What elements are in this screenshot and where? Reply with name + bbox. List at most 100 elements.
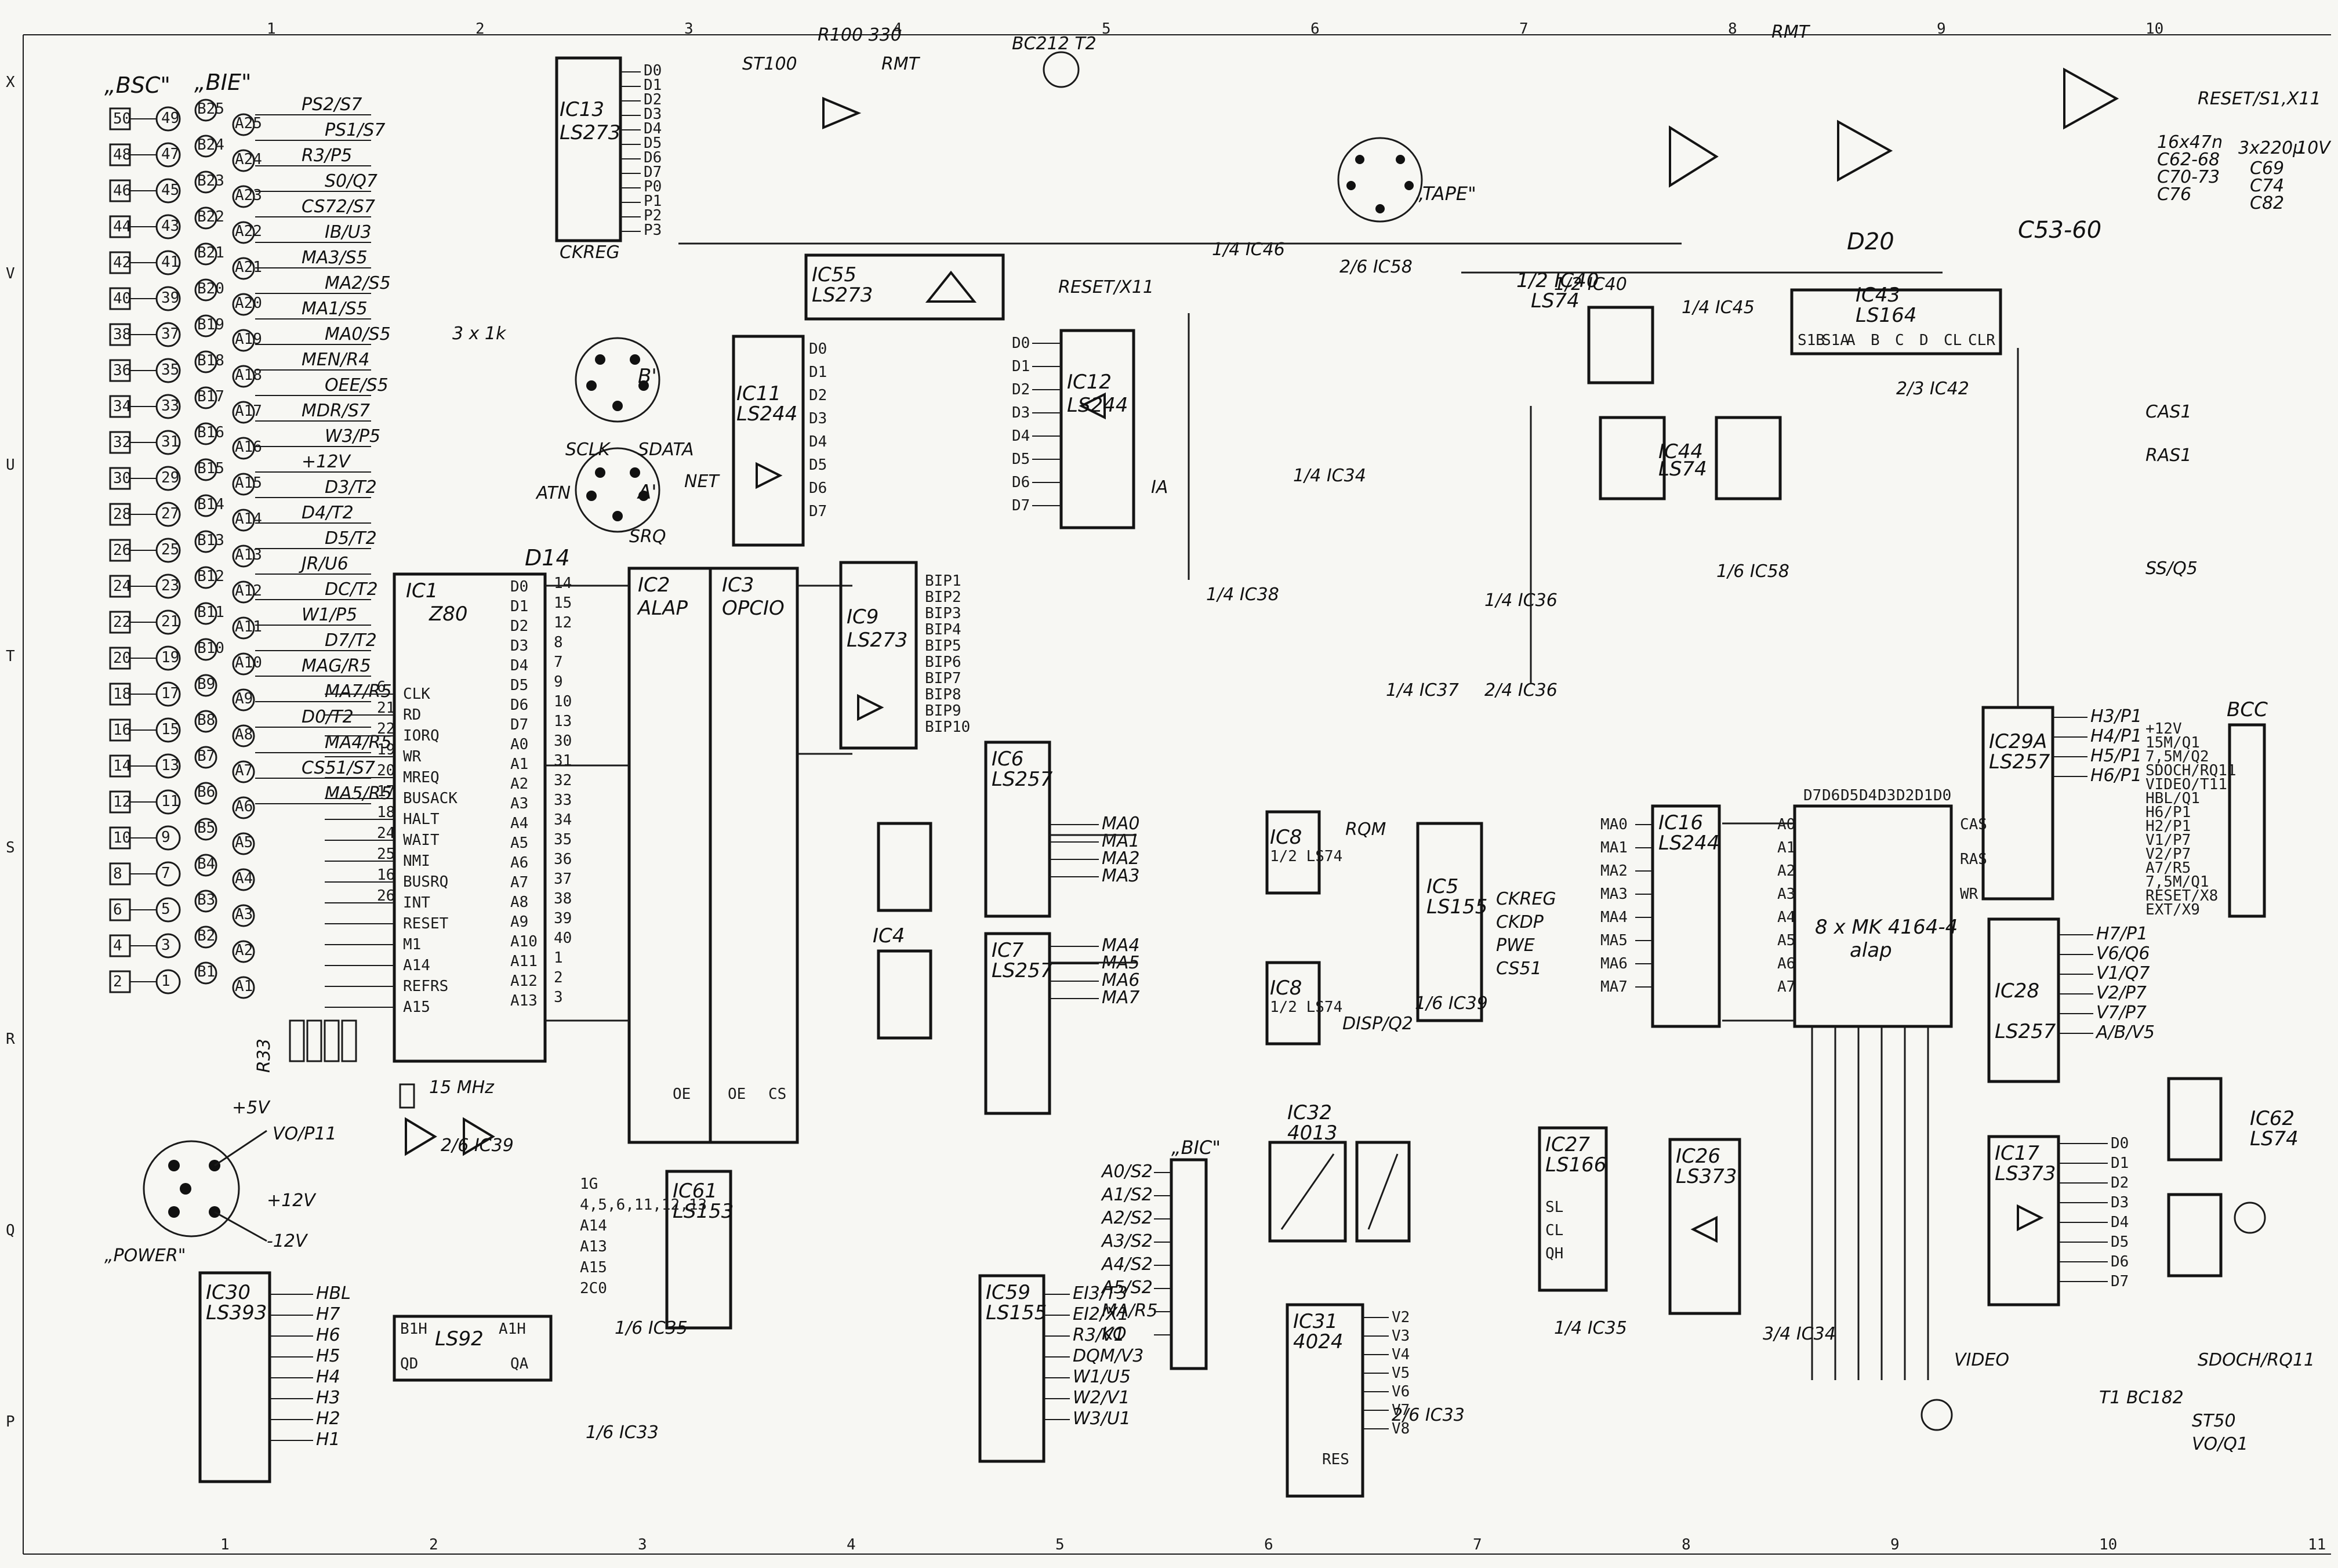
ic61-input: A14	[580, 1217, 607, 1235]
ic31-type: 4024	[1293, 1330, 1344, 1353]
bic-pin: MA/R5	[1102, 1301, 1157, 1321]
bie-pad	[194, 458, 217, 481]
bie-pad	[232, 760, 255, 783]
ic5-name: IC5	[1426, 875, 1458, 898]
ic31-output: V7	[1392, 1402, 1410, 1419]
bsc-pin-label: 48	[113, 146, 131, 164]
ic61-input: 4,5,6,11,12,13	[580, 1196, 707, 1214]
bsc-pin-label: 44	[113, 218, 131, 235]
ic31-output: V5	[1392, 1364, 1410, 1382]
gate-note: 1/6 IC35	[615, 1318, 688, 1338]
ram-label: 8 x MK 4164-4	[1815, 916, 1958, 939]
bcc-signal: H6/P1	[2145, 804, 2191, 821]
z80-left-signals: CLK6RD21IORQ22WR19MREQ20BUSACK17HALT18WA…	[325, 678, 458, 1016]
grid-bottom-3: 3	[638, 1536, 647, 1554]
grid-bottom-8: 8	[1682, 1536, 1691, 1554]
ic9-signal: BIP7	[925, 670, 961, 687]
ic12-signal: D2	[1012, 381, 1030, 398]
ic9-signal: BIP9	[925, 702, 961, 720]
z80-pin-A4: A4	[510, 815, 528, 832]
ic13-signal: D7	[644, 164, 662, 181]
ic7-ls257: IC7 LS257	[984, 932, 1053, 1115]
ic2-type: ALAP	[637, 597, 688, 620]
grid-letter-S: S	[6, 839, 15, 856]
ic59-output: W3/U1	[1073, 1409, 1131, 1429]
bsc-pin-label: 4	[113, 937, 122, 954]
bie-pad	[194, 242, 217, 266]
ic7-output: MA6	[1102, 970, 1140, 990]
ram-ctrl-pin: WR	[1960, 885, 1978, 903]
bus-signal: CS51/S7	[302, 758, 375, 778]
din-a-label: A'	[637, 481, 657, 504]
ram-sub: alap	[1850, 939, 1892, 962]
ram-data-pin: D3	[1878, 787, 1896, 804]
ic4-name: IC4	[873, 924, 905, 948]
bus-signal: MA7/R5	[325, 681, 392, 702]
bie-pad	[194, 278, 217, 302]
gate-note: 1/6 IC58	[1716, 561, 1789, 582]
ic11-signal: D3	[809, 410, 827, 427]
ic31-res: RES	[1322, 1451, 1349, 1468]
ic59-name: IC59	[986, 1281, 1030, 1304]
ic3-name: IC3	[722, 574, 754, 597]
bsc-pin-label: 19	[161, 649, 179, 666]
z80-pin-number: 15	[554, 594, 572, 612]
gate-note: 1/6 IC33	[586, 1422, 659, 1443]
z80-pin-A10: A10	[510, 933, 538, 950]
ram-data-pin: D5	[1840, 787, 1858, 804]
bcc-signal: 7,5M/Q2	[2145, 748, 2209, 765]
bsc-pin-label: 24	[113, 578, 131, 595]
z80-pin-A6: A6	[510, 854, 528, 872]
ic5-signal: PWE	[1496, 935, 1535, 956]
bie-pin-label: B25	[197, 100, 224, 118]
ic59-ls155: IC59 LS155	[978, 1274, 1047, 1463]
bcc-signal: VIDEO/T11	[2145, 776, 2227, 793]
z80-pin-BUSACK: BUSACK	[403, 790, 458, 807]
ic44-type: LS74	[1658, 458, 1707, 481]
ic12-signal: D7	[1012, 497, 1030, 514]
ic8a-name: IC8	[1270, 826, 1302, 849]
bic-pin: A1/S2	[1101, 1185, 1153, 1205]
ram-addr-pin: A5	[1777, 932, 1795, 949]
z80-pin-number: 26	[377, 887, 395, 905]
ic2-alap-rom: IC2 ALAP OE	[627, 567, 712, 1144]
bie-pin-label: B14	[197, 496, 224, 513]
bic-pin: KO	[1102, 1324, 1126, 1344]
grid-bottom-6: 6	[1264, 1536, 1273, 1554]
bie-pin-label: B3	[197, 891, 215, 909]
bie-pad	[194, 206, 217, 230]
ic31-4024: IC31 4024 RES	[1286, 1303, 1364, 1498]
ic11-signal: D7	[809, 503, 827, 520]
z80-pin-MREQ: MREQ	[403, 769, 440, 786]
grid-top-10: 10	[2145, 20, 2163, 38]
bsc-pin-label: 34	[113, 398, 131, 415]
z80-pin-D3: D3	[510, 637, 528, 655]
ic17-output: D0	[2111, 1135, 2129, 1152]
bie-pad	[232, 221, 255, 244]
bie-pad	[194, 602, 217, 625]
ic12-name: IC12	[1067, 371, 1112, 394]
ic13-foot: CKREG	[560, 242, 620, 263]
bic-pin: A0/S2	[1101, 1162, 1153, 1182]
bie-pin-label: B12	[197, 568, 224, 585]
power-minus12v-label: -12V	[267, 1231, 308, 1251]
ic31-output: V4	[1392, 1346, 1410, 1363]
z80-pin-A7: A7	[510, 874, 528, 891]
ic43-ls164: IC43 LS164	[1790, 284, 2002, 355]
ic9-signal: BIP8	[925, 686, 961, 703]
crystal-oscillator: 15 MHz D14	[399, 545, 570, 1156]
ls92-qa: QA	[510, 1355, 529, 1373]
bie-pin-label: B7	[197, 747, 215, 765]
ram-addr-pin: A2	[1777, 862, 1795, 880]
bus-signal-labels: PS2/S7PS1/S7R3/P5S0/Q7CS72/S7IB/U3MA3/S5…	[255, 95, 392, 804]
capacitor-note: C74	[2250, 176, 2284, 196]
bie-pad	[232, 257, 255, 280]
z80-pin-D2: D2	[510, 618, 528, 635]
ic61-input: 1G	[580, 1175, 598, 1193]
ic17-output: D3	[2111, 1194, 2129, 1211]
z80-pin-number: 12	[554, 614, 572, 631]
bie-pad	[232, 545, 255, 568]
ic59-output: EI3/T3	[1073, 1283, 1127, 1304]
